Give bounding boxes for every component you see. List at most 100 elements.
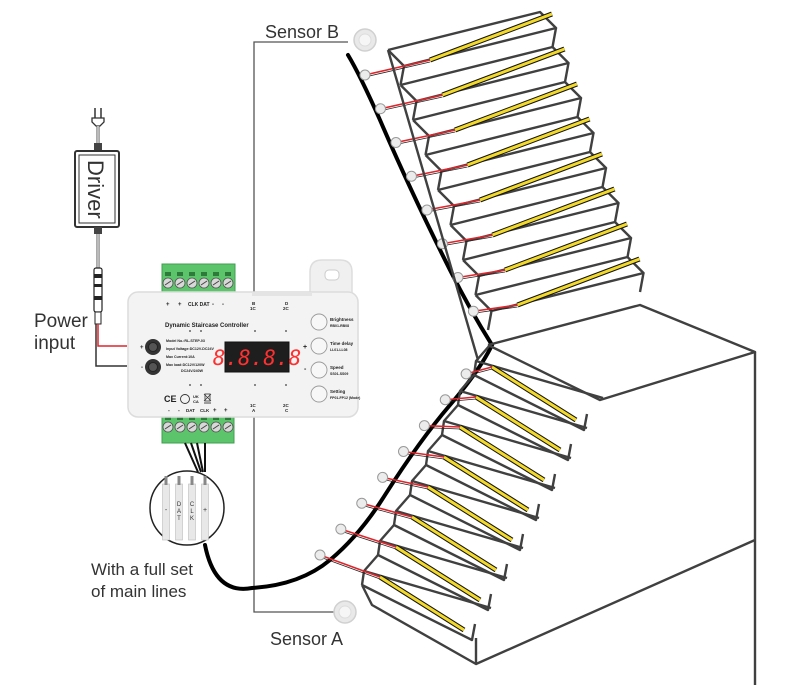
bottom-terminal-block [161, 412, 235, 444]
bottom-terminal-label-1: - [168, 408, 170, 414]
upper-step-riser [486, 310, 493, 331]
lower-led-strip [458, 424, 546, 483]
svg-text:A: A [252, 408, 256, 413]
power-socket-negative [145, 359, 161, 375]
terminal-screw[interactable] [198, 272, 210, 289]
top-terminal-label-2: + [178, 302, 182, 308]
upper-led-strip [491, 186, 616, 238]
plug-icon [91, 108, 105, 150]
bottom-terminal-label-6: + [224, 408, 228, 414]
lower-connector [377, 471, 429, 490]
lower-step-nose [379, 539, 508, 580]
ce-mark: CE [164, 394, 177, 404]
lower-led-strip [474, 394, 562, 453]
terminal-screw[interactable] [162, 272, 174, 289]
terminal-screw[interactable] [186, 416, 198, 433]
side-plus-mark: + [303, 344, 307, 351]
lower-step-tread [473, 373, 589, 432]
landing-top [487, 303, 757, 402]
svg-text:C: C [285, 408, 289, 413]
lower-connector [460, 366, 493, 380]
bottom-terminal-label-5: + [213, 408, 217, 414]
sensor-a-icon [333, 600, 357, 624]
upper-step-riser [638, 272, 645, 293]
seven-segment-display: 8.8.8.8 [213, 341, 302, 373]
upper-step-riser [436, 170, 443, 191]
spec-line-5: DC24V/240W [181, 369, 204, 373]
svg-text:1C: 1C [250, 306, 257, 311]
lower-step-tread [441, 433, 557, 492]
upper-led-strip [454, 81, 578, 133]
power-positive-mark: + [140, 345, 144, 351]
callout-wire-label: - [165, 507, 168, 514]
staircase [314, 10, 757, 685]
callout-wire: + [201, 476, 209, 541]
upper-step-riser [461, 240, 468, 261]
lower-step-tread [361, 583, 477, 642]
upper-connector [405, 164, 468, 182]
controller-unit: + + CLK DAT - - B 1C D 2C Dynamic Stairc… [127, 259, 360, 444]
sensor-port-c: 2C [283, 403, 290, 408]
power-negative-mark: - [141, 365, 143, 371]
upper-connector [421, 199, 481, 216]
top-terminal-block [161, 263, 236, 295]
lower-led-strip [410, 514, 498, 573]
terminal-screw[interactable] [210, 416, 222, 433]
spec-line-3: Max Current:10A [166, 355, 195, 359]
main-lines-label: With a full set [91, 560, 193, 579]
terminal-screw[interactable] [210, 272, 222, 289]
sensor-port-a: 1C [250, 403, 257, 408]
lower-step-tread [377, 553, 493, 612]
display-digits: 8.8.8.8 [213, 346, 302, 370]
upper-step-riser [563, 62, 570, 83]
terminal-screw[interactable] [186, 272, 198, 289]
lower-connector [314, 549, 381, 580]
upper-led-strip [516, 256, 641, 308]
main-cable [203, 53, 495, 591]
terminal-screw[interactable] [174, 416, 186, 433]
terminal-screw[interactable] [162, 416, 174, 433]
terminal-screw[interactable] [198, 416, 210, 433]
terminal-screw[interactable] [222, 416, 234, 433]
spec-line-2: Input Voltage:DC12V-DC24V [166, 347, 214, 351]
sensor-port-d: D [285, 301, 289, 306]
top-terminal-label-4: - [212, 302, 214, 308]
upper-led-strip [504, 221, 628, 273]
upper-step-riser [424, 135, 431, 156]
upper-step-riser [576, 97, 583, 118]
lower-connector [418, 420, 461, 432]
button-label: Speed [330, 365, 344, 370]
lower-connector [439, 394, 477, 406]
button-label: Time delay [330, 341, 354, 346]
terminal-screw[interactable] [222, 272, 234, 289]
button-label: Brightness [330, 317, 354, 322]
upper-step-riser [551, 27, 558, 48]
upper-step-riser [613, 202, 620, 223]
button-sub-label: LL01-LL08 [330, 348, 348, 352]
main-lines-label-2: of main lines [91, 582, 186, 601]
lower-led-strip [426, 484, 514, 543]
power-input-label: Power [34, 311, 89, 332]
lower-connector [398, 446, 445, 460]
lower-connector [356, 497, 413, 520]
lower-step-nose [363, 569, 492, 610]
upper-step-riser [449, 205, 456, 226]
upper-stringer [386, 49, 480, 361]
svg-text:CA: CA [193, 399, 199, 404]
upper-step-riser [474, 275, 481, 296]
svg-text:2C: 2C [283, 306, 290, 311]
side-minus-mark: - [304, 366, 307, 373]
upper-step-riser [411, 100, 418, 121]
driver-label: Driver [83, 160, 108, 219]
upper-led-strip [429, 11, 553, 63]
top-terminal-label-5: - [222, 302, 224, 308]
lower-step-tread [393, 523, 509, 582]
terminal-screw[interactable] [174, 272, 186, 289]
upper-step-riser [601, 167, 608, 188]
